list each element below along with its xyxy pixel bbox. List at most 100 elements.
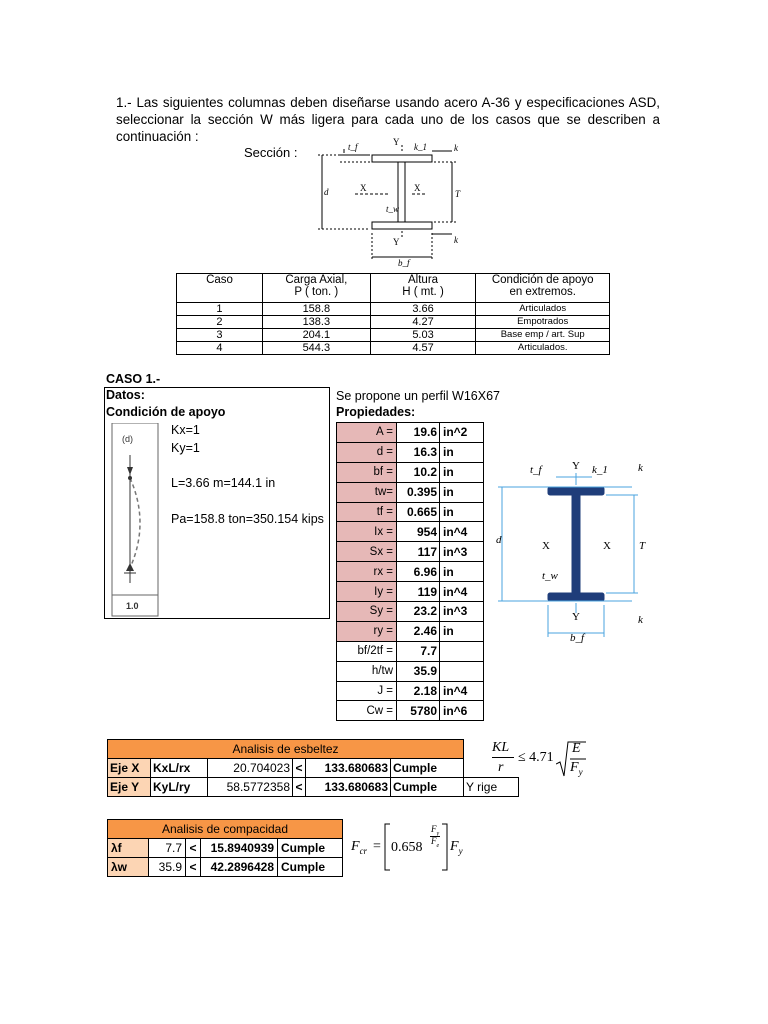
- compacidad-table: Analisis de compacidad λf 7.7 < 15.89409…: [107, 819, 343, 877]
- table-row: Eje X KxL/rx 20.704023 < 133.680683 Cump…: [107, 758, 519, 778]
- property-unit: in^4: [439, 581, 484, 603]
- right-label-T: T: [639, 540, 646, 552]
- datos-box: Datos: Condición de apoyo Kx=1 Ky=1 L=3.…: [104, 387, 330, 619]
- right-label-X: X: [542, 540, 550, 552]
- property-unit: [439, 640, 484, 662]
- right-label-k: k: [638, 462, 644, 474]
- property-value: 0.665: [396, 501, 440, 523]
- property-label: d =: [336, 441, 397, 463]
- property-value: 16.3: [396, 441, 440, 463]
- support-fig-label: (d): [122, 434, 133, 444]
- property-value: 0.395: [396, 481, 440, 503]
- property-unit: in: [439, 620, 484, 642]
- label-tf: t_f: [348, 142, 359, 152]
- esbeltez-table: Analisis de esbeltez Eje X KxL/rx 20.704…: [107, 739, 519, 797]
- table-row: 2 138.3 4.27 Empotrados: [176, 315, 610, 329]
- property-label: bf =: [336, 461, 397, 483]
- property-unit: in: [439, 501, 484, 523]
- ky-value: Ky=1: [171, 441, 200, 455]
- right-label-bf: b_f: [570, 632, 586, 643]
- property-unit: in^6: [439, 700, 484, 722]
- header-condicion: Condición de apoyo en extremos.: [475, 273, 610, 303]
- property-label: J =: [336, 680, 397, 702]
- property-label: bf/2tf =: [336, 640, 397, 662]
- label-X2: X: [414, 183, 421, 193]
- property-label: tf =: [336, 501, 397, 523]
- right-label-X2: X: [603, 540, 611, 552]
- property-unit: in: [439, 441, 484, 463]
- label-X: X: [360, 183, 367, 193]
- property-label: h/tw: [336, 660, 397, 682]
- property-unit: in^2: [439, 422, 484, 443]
- table-row: 4 544.3 4.57 Articulados.: [176, 341, 610, 355]
- table-row: Eje Y KyL/ry 58.5772358 < 133.680683 Cum…: [107, 777, 519, 797]
- property-label: Iy =: [336, 581, 397, 603]
- pa-value: Pa=158.8 ton=350.154 kips: [171, 512, 324, 526]
- property-unit: in^4: [439, 521, 484, 543]
- right-label-tw: t_w: [542, 570, 559, 582]
- proposed-section: Se propone un perfil W16X67: [336, 389, 500, 403]
- property-label: ry =: [336, 620, 397, 642]
- label-k2: k: [454, 235, 459, 245]
- esbeltez-title: Analisis de esbeltez: [107, 739, 464, 759]
- property-value: 954: [396, 521, 440, 543]
- label-T: T: [455, 189, 461, 199]
- property-label: A =: [336, 422, 397, 443]
- w-section-figure-right: d T X X Y Y t_f k_1 k k t_w b_f: [496, 460, 646, 643]
- right-label-tf: t_f: [530, 464, 544, 476]
- property-value: 19.6: [396, 422, 440, 443]
- property-unit: in^3: [439, 541, 484, 563]
- label-d: d: [324, 187, 329, 197]
- header-altura: Altura H ( mt. ): [369, 273, 477, 303]
- label-k1: k_1: [414, 142, 427, 152]
- right-label-Y: Y: [572, 460, 580, 472]
- support-condition-figure: (d) 1.0: [111, 423, 159, 617]
- property-value: 35.9: [396, 660, 440, 682]
- slenderness-formula: KL r ≤ 4.71 E Fy: [492, 740, 592, 784]
- cases-table: Caso Carga Axial, P ( ton. ) Altura H ( …: [176, 273, 610, 355]
- property-value: 2.18: [396, 680, 440, 702]
- property-unit: in^3: [439, 601, 484, 622]
- property-value: 7.7: [396, 640, 440, 662]
- property-value: 2.46: [396, 620, 440, 642]
- kx-value: Kx=1: [171, 423, 200, 437]
- length-value: L=3.66 m=144.1 in: [171, 476, 276, 490]
- property-unit: in: [439, 561, 484, 583]
- property-label: Ix =: [336, 521, 397, 543]
- right-label-d: d: [496, 534, 502, 546]
- property-value: 119: [396, 581, 440, 603]
- property-unit: in: [439, 481, 484, 503]
- property-value: 117: [396, 541, 440, 563]
- property-unit: in^4: [439, 680, 484, 702]
- table-row: 1 158.8 3.66 Articulados: [176, 302, 610, 316]
- property-label: Sy =: [336, 601, 397, 622]
- right-label-Y2: Y: [572, 611, 580, 623]
- problem-statement: 1.- Las siguientes columnas deben diseña…: [116, 95, 660, 144]
- compacidad-title: Analisis de compacidad: [107, 819, 343, 839]
- property-label: tw=: [336, 481, 397, 503]
- right-label-k2: k: [638, 614, 644, 626]
- table-row: λf 7.7 < 15.8940939 Cumple: [107, 838, 343, 858]
- property-value: 5780: [396, 700, 440, 722]
- property-label: Cw =: [336, 700, 397, 722]
- datos-title: Datos:: [106, 388, 145, 402]
- label-Y2: Y: [393, 237, 400, 247]
- header-carga: Carga Axial, P ( ton. ): [261, 273, 371, 303]
- property-unit: [439, 660, 484, 682]
- property-unit: in: [439, 461, 484, 483]
- property-value: 6.96: [396, 561, 440, 583]
- property-label: Sx =: [336, 541, 397, 563]
